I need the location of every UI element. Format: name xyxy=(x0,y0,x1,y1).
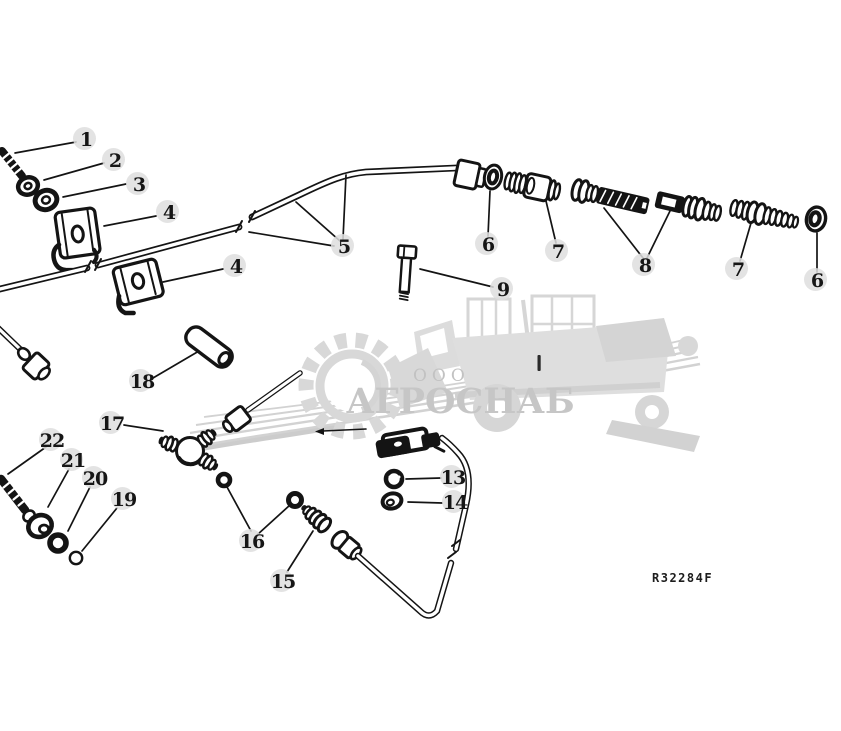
tick-mark xyxy=(537,355,541,371)
part-20-oring xyxy=(47,532,69,554)
part-2-washer xyxy=(15,175,41,197)
part-8-coupler-body xyxy=(654,191,723,222)
part-1-threaded-line-end xyxy=(0,147,26,180)
part-14-washer xyxy=(380,491,404,511)
watermark-logo: ООО АГРОСНАБ xyxy=(182,294,701,455)
part-4b-clamp xyxy=(111,257,165,316)
part-21-nut xyxy=(26,512,54,540)
part-16a-oring xyxy=(215,471,233,489)
part-16b-oring xyxy=(286,491,304,509)
part-13-ring xyxy=(383,468,405,490)
hose-with-nut-left xyxy=(0,325,51,381)
part-17-tee-fitting xyxy=(158,429,219,471)
part-7a-coupler xyxy=(503,171,562,203)
clamp-block xyxy=(375,426,446,459)
watermark-harvester-icon xyxy=(388,294,700,452)
part-8-coupler-threaded xyxy=(570,178,650,215)
part-5-main-line xyxy=(0,164,460,293)
part-6b-washer xyxy=(804,205,828,233)
part-6a-washer xyxy=(482,163,504,191)
bent-line-assembly xyxy=(330,434,472,619)
part-9-bolt xyxy=(396,244,418,302)
hose-to-tee xyxy=(221,370,303,433)
watermark-org-form: ООО xyxy=(413,366,470,386)
drawing-reference-code: R32284F xyxy=(652,571,714,585)
part-4a-clamp xyxy=(51,206,102,273)
leader-lines xyxy=(7,141,818,573)
part-7b-coupler xyxy=(729,198,800,229)
line-end-nut xyxy=(452,158,488,191)
watermark-company-name: АГРОСНАБ xyxy=(346,381,575,422)
part-18-sleeve xyxy=(184,325,234,369)
part-15-fitting xyxy=(301,505,333,534)
pointer-arrow xyxy=(315,428,367,435)
part-19-ring xyxy=(68,550,84,566)
